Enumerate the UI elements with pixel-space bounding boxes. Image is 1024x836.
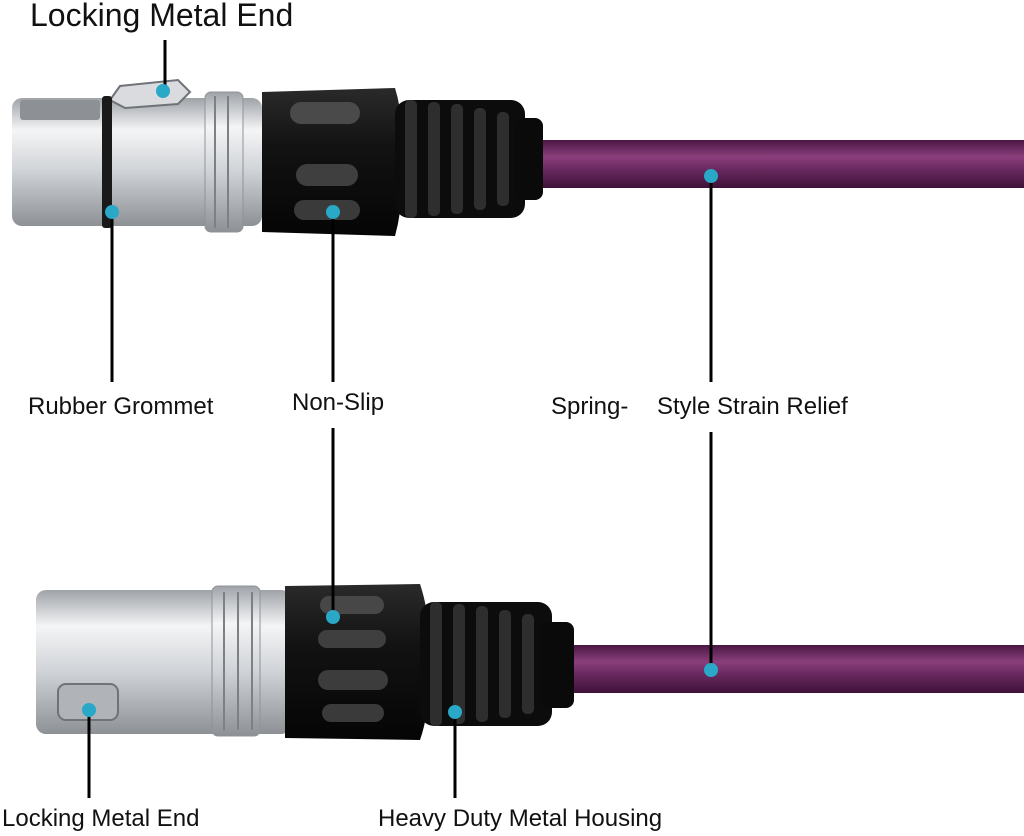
label-heavy-duty-metal-housing: Heavy Duty Metal Housing bbox=[378, 805, 662, 832]
label-non-slip: Non-Slip bbox=[292, 389, 384, 416]
bottom-grip-2 bbox=[318, 630, 386, 648]
top-latch-slot bbox=[20, 100, 100, 120]
marker-strain-bottom bbox=[704, 663, 718, 677]
bottom-grip-1 bbox=[320, 596, 384, 614]
marker-strain-top bbox=[704, 169, 718, 183]
top-rubber-grommet bbox=[102, 96, 112, 228]
top-locking-latch bbox=[108, 78, 192, 110]
bottom-grip-4 bbox=[322, 704, 384, 722]
label-bottom-locking-metal-end: Locking Metal End bbox=[2, 805, 199, 832]
top-grip-1 bbox=[290, 102, 360, 124]
top-metal-barrel bbox=[12, 98, 262, 226]
top-metal-ring bbox=[204, 91, 244, 233]
bottom-grip-3 bbox=[318, 670, 388, 690]
label-top-locking-metal-end: Locking Metal End bbox=[30, 0, 293, 33]
top-strain-relief bbox=[395, 100, 543, 218]
leader-lines bbox=[87, 40, 713, 798]
label-rubber-grommet: Rubber Grommet bbox=[28, 393, 214, 420]
female-xlr-connector bbox=[12, 78, 1024, 236]
top-boot bbox=[262, 88, 402, 236]
marker-dots bbox=[82, 84, 718, 719]
marker-non-slip-top bbox=[326, 205, 340, 219]
marker-rubber-grommet bbox=[105, 205, 119, 219]
marker-housing bbox=[448, 705, 462, 719]
marker-bottom-locking bbox=[82, 703, 96, 717]
label-strain-relief-part1: Spring- bbox=[551, 393, 628, 420]
bottom-cable bbox=[570, 645, 1024, 693]
bottom-strain-relief bbox=[420, 602, 574, 726]
male-xlr-connector bbox=[36, 584, 1024, 740]
bottom-boot bbox=[285, 584, 429, 740]
top-cable bbox=[540, 140, 1024, 188]
marker-non-slip-bottom bbox=[326, 610, 340, 624]
marker-top-locking bbox=[156, 84, 170, 98]
top-grip-2 bbox=[296, 164, 358, 186]
label-strain-relief-part2: Style Strain Relief bbox=[657, 393, 848, 420]
